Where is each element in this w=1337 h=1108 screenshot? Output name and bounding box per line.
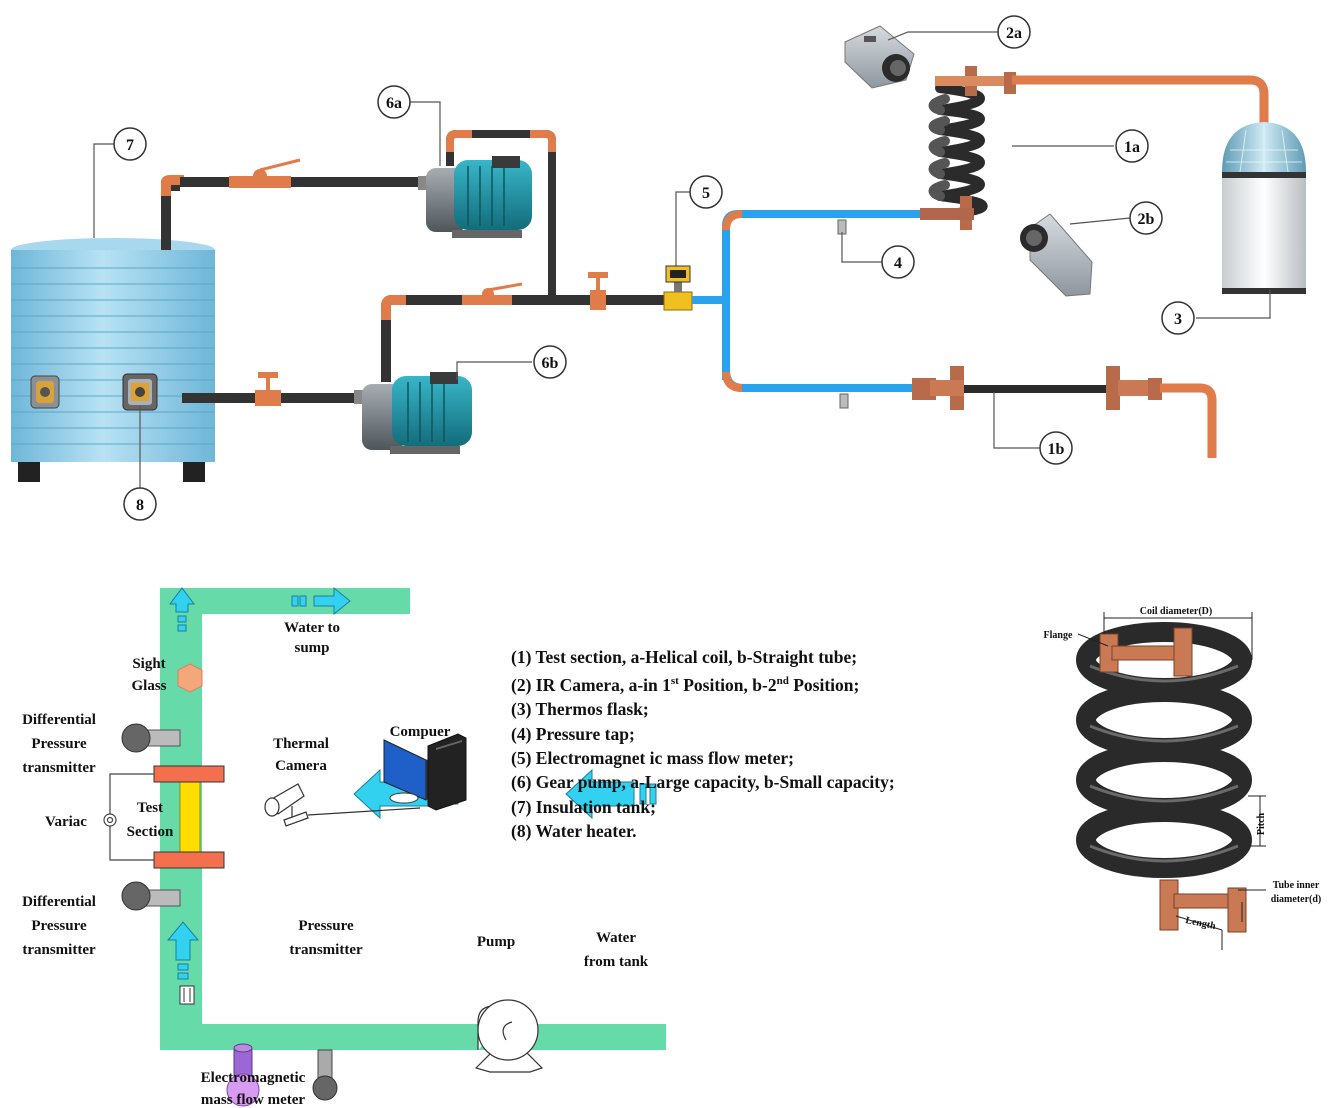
- pump-icon: [474, 999, 544, 1073]
- em-flow-meter-bottom: [226, 1043, 260, 1107]
- label-dpt2-line1: Differential: [22, 894, 96, 910]
- label-flange: Flange: [1044, 630, 1073, 641]
- label-dpt1-line1: Differential: [22, 712, 96, 728]
- pump-6a: [418, 156, 532, 238]
- dp-transmitter-top: [121, 723, 181, 753]
- label-tube-inner-1: Tube inner: [1273, 880, 1320, 891]
- pressure-transmitter: [312, 1049, 338, 1101]
- ir-camera-icon: [1020, 213, 1093, 297]
- label-section: Section: [127, 824, 174, 840]
- pressure-taps: [837, 219, 849, 409]
- legend-item-8: (8) Water heater.: [511, 820, 637, 841]
- label-tube-inner-2: diameter(d): [1271, 894, 1322, 905]
- callout-8: 8: [123, 487, 157, 521]
- legend-item-2: (2) IR Camera, a-in 1st Position, b-2nd …: [511, 675, 860, 696]
- label-water: Water: [596, 930, 636, 946]
- callout-3: 3: [1161, 301, 1195, 335]
- callout-4: 4: [881, 245, 915, 279]
- label-sight: Sight: [132, 656, 165, 672]
- label-emf-line1: Electromagnetic: [201, 1070, 306, 1086]
- thermal-camera-icon: [264, 783, 421, 827]
- thermos-flask-icon: [1222, 122, 1306, 294]
- callout-6a: 6a: [377, 85, 411, 119]
- legend-item-6: (6) Gear pump, a-Large capacity, b-Small…: [511, 772, 895, 793]
- helical-coil-1a: [928, 83, 988, 219]
- pump-6b: [354, 372, 472, 454]
- label-length: Length: [1184, 915, 1217, 932]
- variac: [103, 773, 154, 861]
- svg-text:2a: 2a: [1006, 25, 1022, 42]
- svg-text:1b: 1b: [1048, 441, 1065, 458]
- callout-6b: 6b: [533, 345, 567, 379]
- label-dpt1-line3: transmitter: [22, 760, 96, 776]
- flow-meter: [663, 265, 693, 311]
- label-dpt2-line2: Pressure: [31, 918, 87, 934]
- valve-icon: [229, 158, 301, 188]
- coil-outlet-pipe: [1012, 75, 1269, 124]
- label-pt-line2: transmitter: [289, 942, 363, 958]
- coil-flanges: [920, 66, 1016, 230]
- coil-detail: Coil diameter(D) Flange Pitch Tube inner…: [1044, 606, 1322, 950]
- svg-text:6b: 6b: [542, 355, 559, 372]
- svg-text:5: 5: [702, 185, 710, 202]
- svg-text:8: 8: [136, 497, 144, 514]
- label-dpt2-line3: transmitter: [22, 942, 96, 958]
- label-test: Test: [137, 800, 163, 816]
- label-sump: sump: [294, 640, 329, 656]
- callout-7: 7: [113, 127, 147, 161]
- sight-glass: [177, 663, 203, 693]
- dp-transmitter-bottom: [121, 881, 181, 911]
- callout-2b: 2b: [1129, 201, 1163, 235]
- heater-socket-left: [30, 375, 60, 409]
- svg-text:7: 7: [126, 137, 134, 154]
- label-computer: Compuer: [390, 724, 451, 740]
- water-heater: [122, 373, 158, 411]
- legend-item-3: (3) Thermos flask;: [511, 699, 649, 720]
- inlet-sensor: [179, 985, 195, 1005]
- straight-tube-1b: [912, 366, 1217, 458]
- callout-1b: 1b: [1039, 431, 1073, 465]
- blue-pipes: [692, 210, 926, 392]
- legend: (1) Test section, a-Helical coil, b-Stra…: [511, 645, 895, 843]
- svg-text:2b: 2b: [1138, 211, 1155, 228]
- pipe-6b-outlet: [381, 272, 670, 382]
- label-water-to: Water to: [284, 620, 340, 636]
- label-pump: Pump: [477, 934, 515, 950]
- label-emf-line2: mass flow meter: [201, 1092, 305, 1108]
- label-pt-line1: Pressure: [298, 918, 354, 934]
- callout-2a: 2a: [997, 15, 1031, 49]
- pipe-tank-to-pump-6a: [161, 175, 420, 250]
- legend-item-5: (5) Electromagnet ic mass flow meter;: [511, 748, 794, 769]
- label-pitch: Pitch: [1256, 812, 1267, 835]
- legend-item-1: (1) Test section, a-Helical coil, b-Stra…: [511, 647, 858, 667]
- pipe-tank-to-pump-6b: [182, 372, 362, 406]
- label-from-tank: from tank: [584, 954, 649, 970]
- pipe-6a-outlet: [446, 130, 556, 300]
- test-section: [153, 765, 225, 869]
- blue-pipe-elbows: [722, 210, 743, 392]
- legend-item-4: (4) Pressure tap;: [511, 723, 635, 744]
- computer-icon: [383, 733, 467, 811]
- svg-text:6a: 6a: [386, 95, 402, 112]
- callout-5: 5: [689, 175, 723, 209]
- svg-text:3: 3: [1174, 311, 1182, 328]
- ir-camera-icon: [844, 25, 915, 89]
- label-glass: Glass: [131, 678, 166, 694]
- callout-leaders: [93, 31, 1271, 488]
- label-thermal: Thermal: [273, 736, 329, 752]
- label-camera: Camera: [275, 758, 327, 774]
- svg-text:1a: 1a: [1124, 139, 1140, 156]
- label-coil-diameter: Coil diameter(D): [1140, 606, 1212, 617]
- legend-item-7: (7) Insulation tank;: [511, 796, 656, 817]
- insulation-tank: [11, 238, 215, 482]
- label-dpt1-line2: Pressure: [31, 736, 87, 752]
- svg-text:4: 4: [894, 255, 902, 272]
- callout-1a: 1a: [1115, 129, 1149, 163]
- label-variac: Variac: [45, 814, 87, 830]
